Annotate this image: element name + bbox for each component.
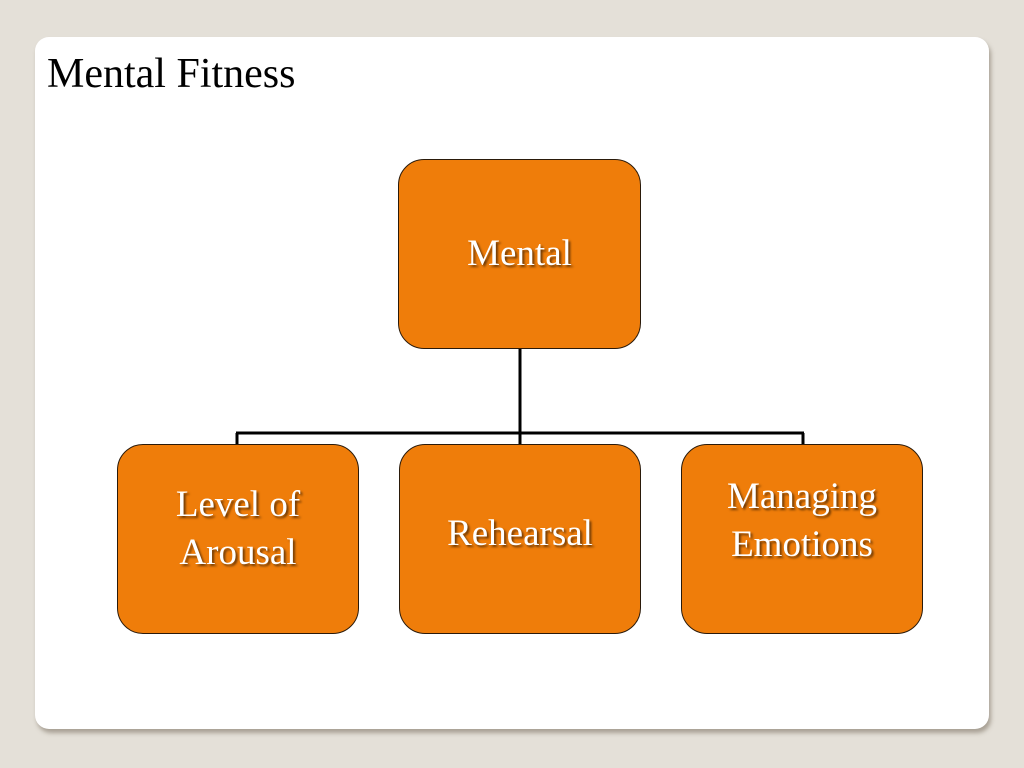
- connector-lines: [235, 349, 805, 444]
- node-level-of-arousal: Level of Arousal: [117, 444, 359, 634]
- node-rehearsal: Rehearsal: [399, 444, 641, 634]
- node-managing-emotions: Managing Emotions: [681, 444, 923, 634]
- node-managing-emotions-line-2: Emotions: [731, 524, 873, 565]
- node-managing-emotions-line-1: Managing: [726, 475, 878, 517]
- node-level-of-arousal-line-1: Level of: [175, 483, 301, 525]
- slide-panel: Mental Fitness Mental Level of Arousal R…: [35, 37, 989, 729]
- slide-title: Mental Fitness: [47, 51, 296, 97]
- node-rehearsal-label: Rehearsal: [447, 512, 593, 554]
- node-mental: Mental: [398, 159, 641, 349]
- node-level-of-arousal-line-2: Arousal: [179, 532, 297, 573]
- node-mental-label: Mental: [467, 232, 572, 274]
